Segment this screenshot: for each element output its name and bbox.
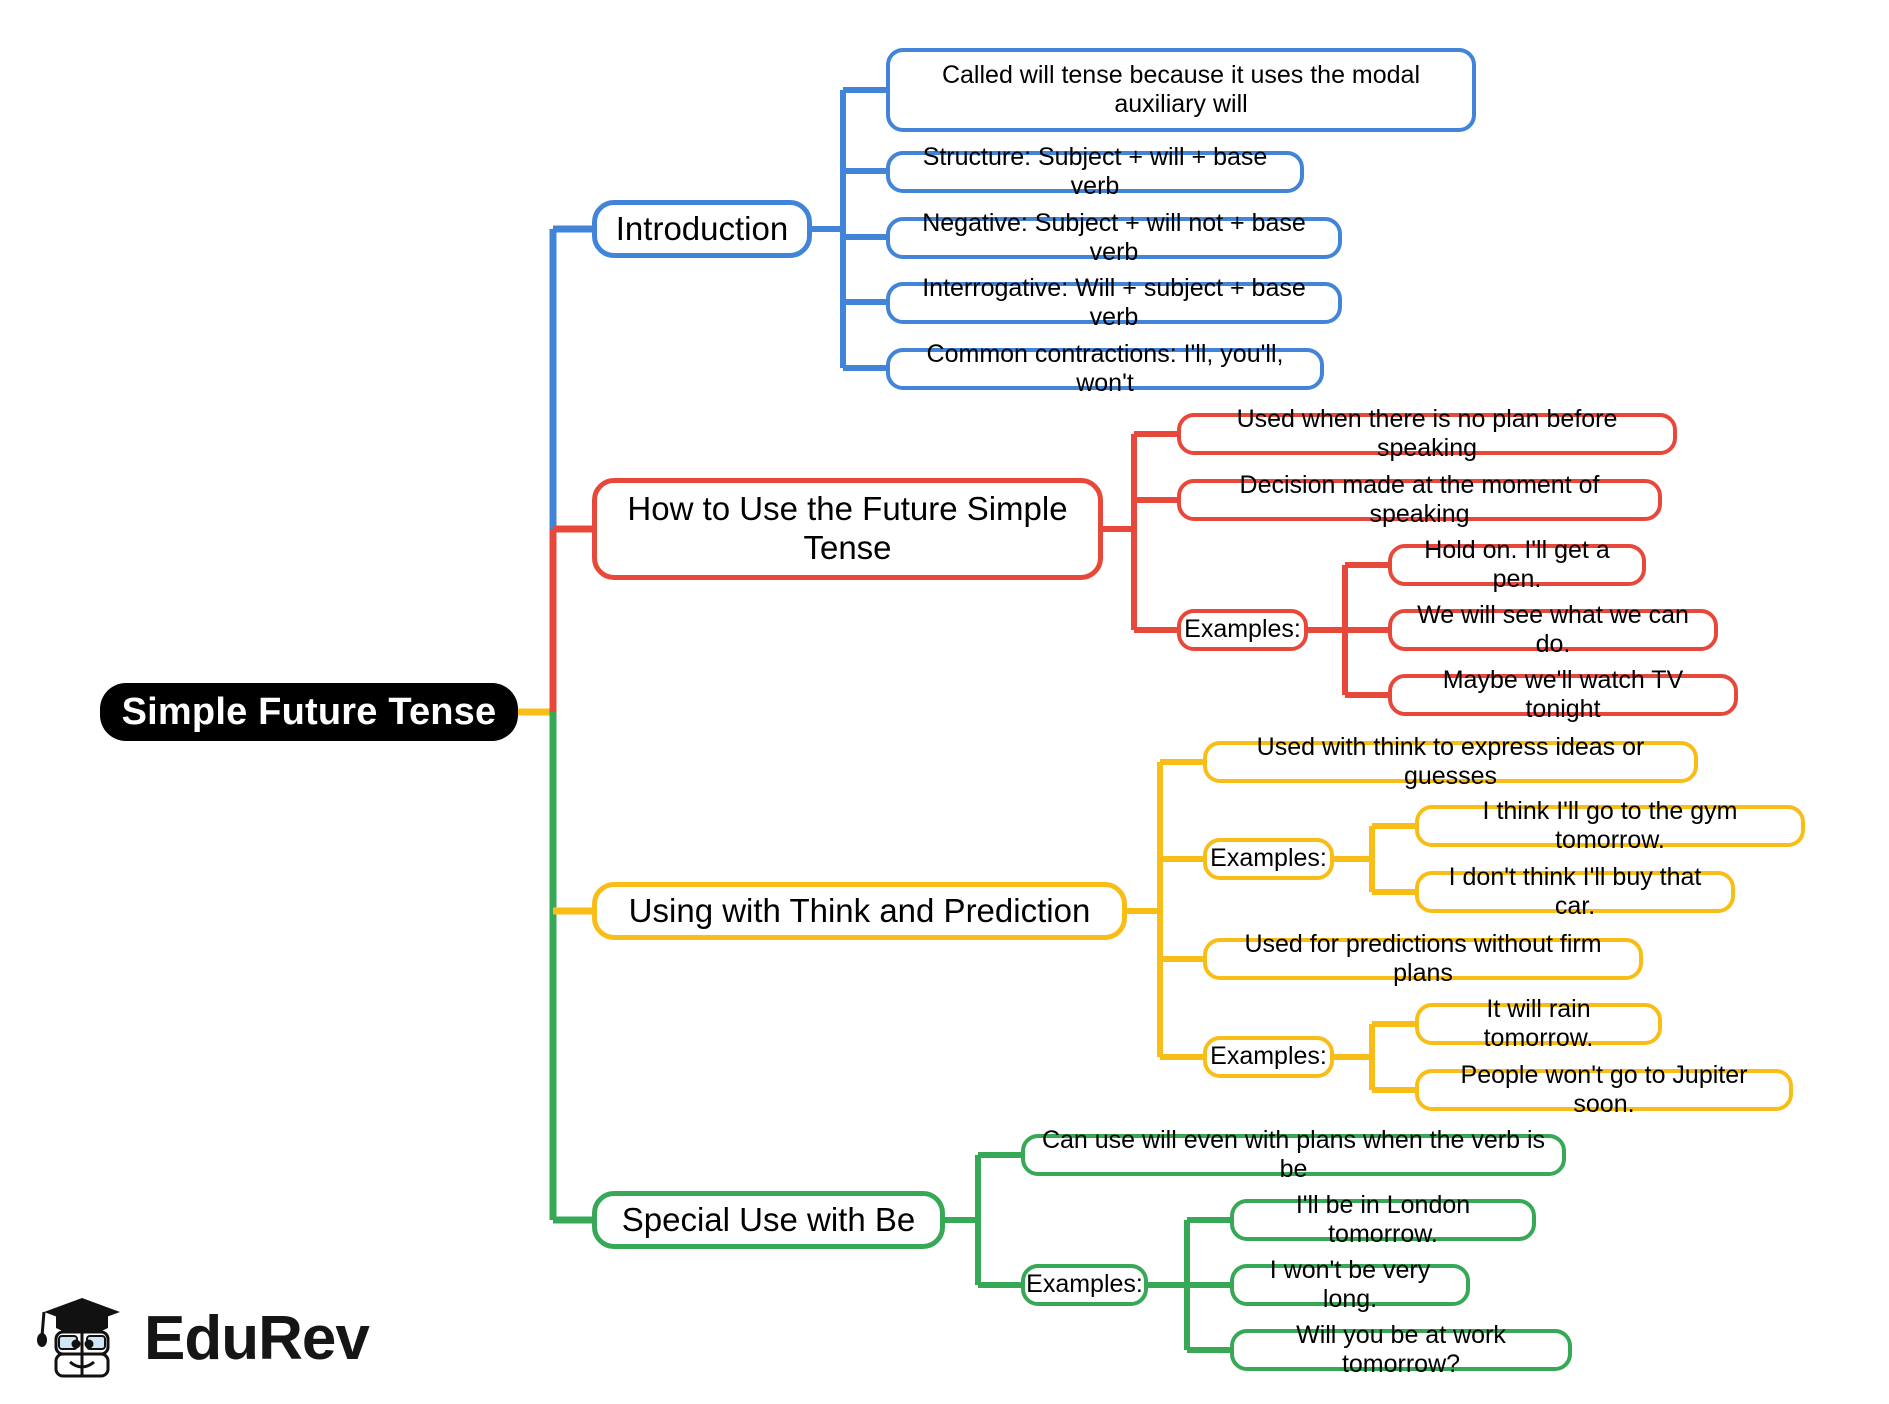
leaf-label: We will see what we can do. bbox=[1417, 600, 1689, 659]
leaf-think-2[interactable]: Used for predictions without firm plans bbox=[1203, 930, 1643, 987]
leaf-how-to-use-1[interactable]: Decision made at the moment of speaking bbox=[1177, 471, 1662, 528]
branch-label-introduction: Introduction bbox=[615, 209, 789, 247]
leaf-label: I think I'll go to the gym tomorrow. bbox=[1482, 796, 1738, 855]
leaf-introduction-2[interactable]: Negative: Subject + will not + base verb bbox=[886, 209, 1342, 266]
leaf-special-use-example-2[interactable]: Will you be at work tomorrow? bbox=[1230, 1321, 1572, 1378]
root-node-label: Simple Future Tense bbox=[121, 690, 497, 733]
leaf-label: I won't be very long. bbox=[1269, 1255, 1431, 1314]
branch-label-special-use-with-be: Special Use with Be bbox=[621, 1200, 916, 1238]
leaf-how-to-use-0[interactable]: Used when there is no plan before speaki… bbox=[1177, 405, 1677, 462]
leaf-label: Used with think to express ideas or gues… bbox=[1256, 732, 1645, 791]
leaf-think-example-2-0[interactable]: It will rain tomorrow. bbox=[1415, 995, 1662, 1052]
leaf-how-to-use-example-1[interactable]: We will see what we can do. bbox=[1388, 601, 1718, 658]
leaf-introduction-3[interactable]: Interrogative: Will + subject + base ver… bbox=[886, 274, 1342, 331]
leaf-think-example-1-1[interactable]: I don't think I'll buy that car. bbox=[1415, 863, 1735, 920]
leaf-think-0[interactable]: Used with think to express ideas or gues… bbox=[1203, 733, 1698, 790]
leaf-label: I'll be in London tomorrow. bbox=[1295, 1190, 1471, 1249]
leaf-think-example-1-0[interactable]: I think I'll go to the gym tomorrow. bbox=[1415, 797, 1805, 854]
branch-label-think-and-prediction: Using with Think and Prediction bbox=[628, 891, 1091, 929]
branch-label-how-to-use: How to Use the Future Simple Tense bbox=[627, 490, 1068, 566]
leaf-introduction-1[interactable]: Structure: Subject + will + base verb bbox=[886, 143, 1304, 200]
leaf-label: Structure: Subject + will + base verb bbox=[922, 142, 1268, 201]
leaf-label: Decision made at the moment of speaking bbox=[1239, 470, 1600, 529]
leaf-label: Negative: Subject + will not + base verb bbox=[922, 208, 1306, 267]
leaf-how-to-use-example-2[interactable]: Maybe we'll watch TV tonight bbox=[1388, 666, 1738, 723]
leaf-special-use-example-1[interactable]: I won't be very long. bbox=[1230, 1256, 1470, 1313]
leaf-label: Common contractions: I'll, you'll, won't bbox=[926, 339, 1284, 398]
leaf-introduction-4[interactable]: Common contractions: I'll, you'll, won't bbox=[886, 340, 1324, 397]
leaf-label: Maybe we'll watch TV tonight bbox=[1442, 665, 1684, 724]
leaf-label: Examples: bbox=[1184, 615, 1301, 644]
edurev-logo-text: EduRev bbox=[144, 1303, 370, 1373]
root-node-simple-future-tense[interactable]: Simple Future Tense bbox=[100, 683, 518, 741]
leaf-think-example-2-1[interactable]: People won't go to Jupiter soon. bbox=[1415, 1061, 1793, 1118]
group-node-special-use-examples[interactable]: Examples: bbox=[1021, 1264, 1148, 1306]
group-node-think-examples-1[interactable]: Examples: bbox=[1203, 838, 1334, 880]
leaf-special-use-example-0[interactable]: I'll be in London tomorrow. bbox=[1230, 1191, 1536, 1248]
branch-node-think-and-prediction[interactable]: Using with Think and Prediction bbox=[592, 882, 1127, 940]
leaf-label: Hold on. I'll get a pen. bbox=[1424, 535, 1610, 594]
leaf-label: People won't go to Jupiter soon. bbox=[1460, 1060, 1748, 1119]
leaf-label: Interrogative: Will + subject + base ver… bbox=[922, 273, 1306, 332]
leaf-introduction-0[interactable]: Called will tense because it uses the mo… bbox=[886, 48, 1476, 132]
leaf-special-use-0[interactable]: Can use will even with plans when the ve… bbox=[1021, 1126, 1566, 1183]
branch-node-introduction[interactable]: Introduction bbox=[592, 200, 812, 258]
leaf-label: Can use will even with plans when the ve… bbox=[1041, 1125, 1546, 1184]
edurev-logo[interactable]: EduRev bbox=[34, 1290, 370, 1386]
branch-node-special-use-with-be[interactable]: Special Use with Be bbox=[592, 1191, 945, 1249]
leaf-how-to-use-example-0[interactable]: Hold on. I'll get a pen. bbox=[1388, 536, 1646, 593]
leaf-label: Examples: bbox=[1026, 1270, 1143, 1299]
leaf-label: Called will tense because it uses the mo… bbox=[941, 60, 1421, 119]
leaf-label: Examples: bbox=[1210, 1042, 1327, 1071]
leaf-label: Used for predictions without firm plans bbox=[1244, 929, 1602, 988]
leaf-label: Used when there is no plan before speaki… bbox=[1236, 404, 1618, 463]
branch-node-how-to-use[interactable]: How to Use the Future Simple Tense bbox=[592, 478, 1103, 580]
leaf-label: It will rain tomorrow. bbox=[1483, 994, 1594, 1053]
leaf-label: Examples: bbox=[1210, 844, 1327, 873]
leaf-label: Will you be at work tomorrow? bbox=[1296, 1320, 1506, 1379]
group-node-think-examples-2[interactable]: Examples: bbox=[1203, 1036, 1334, 1078]
leaf-label: I don't think I'll buy that car. bbox=[1448, 862, 1702, 921]
graduation-cap-book-mascot-icon bbox=[37, 1298, 120, 1378]
group-node-how-to-use-examples[interactable]: Examples: bbox=[1177, 609, 1308, 651]
